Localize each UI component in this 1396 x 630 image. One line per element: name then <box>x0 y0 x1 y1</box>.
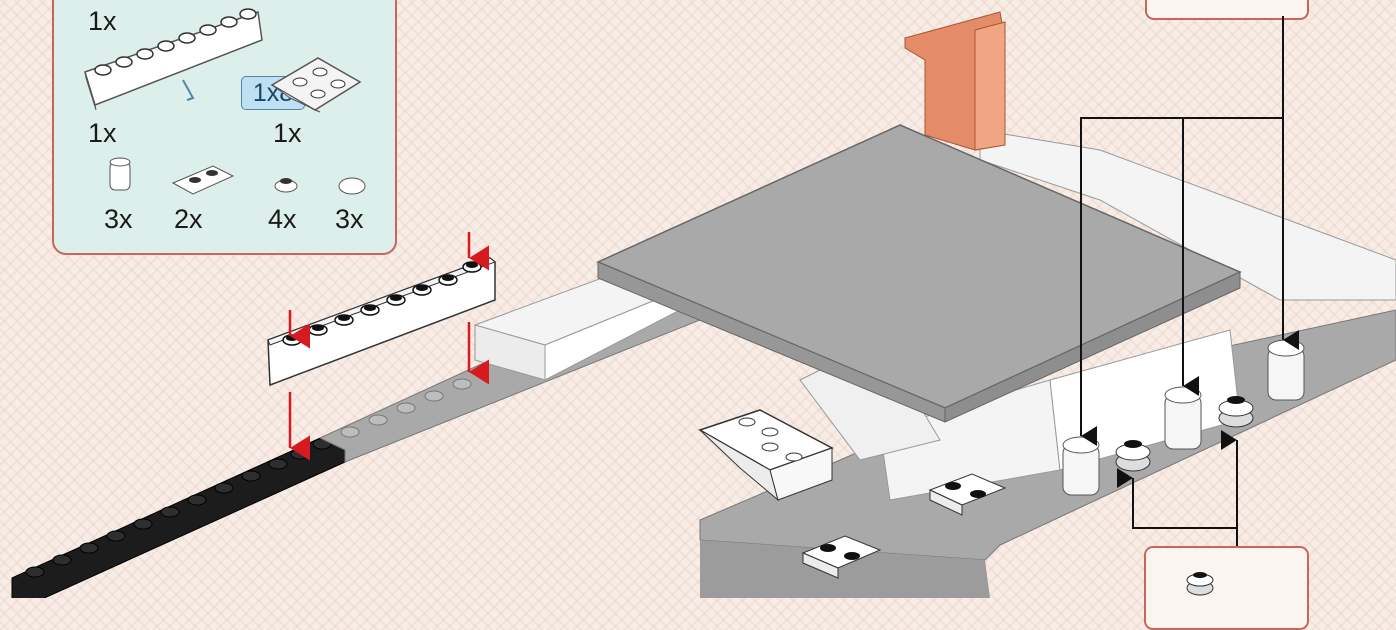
part-round-plate-icon <box>275 178 297 192</box>
round-brick-1 <box>1063 437 1099 495</box>
build-step-illustration <box>0 0 1396 598</box>
round-brick-2 <box>1165 387 1201 449</box>
part-plate-1x2-icon <box>173 166 233 194</box>
brick-1x8-placement <box>268 258 495 385</box>
part-brick-1x8-icon <box>85 9 262 110</box>
black-plate-strip <box>12 438 345 598</box>
callout-round-plate-icon <box>1187 572 1213 595</box>
inverted-slope-piece <box>700 410 832 500</box>
round-brick-3 <box>1268 340 1304 400</box>
orange-brick <box>905 12 1005 150</box>
part-round-tile-icon <box>339 178 365 194</box>
part-inverted-slope-icon <box>272 58 360 112</box>
part-round-brick-icon <box>110 158 130 190</box>
